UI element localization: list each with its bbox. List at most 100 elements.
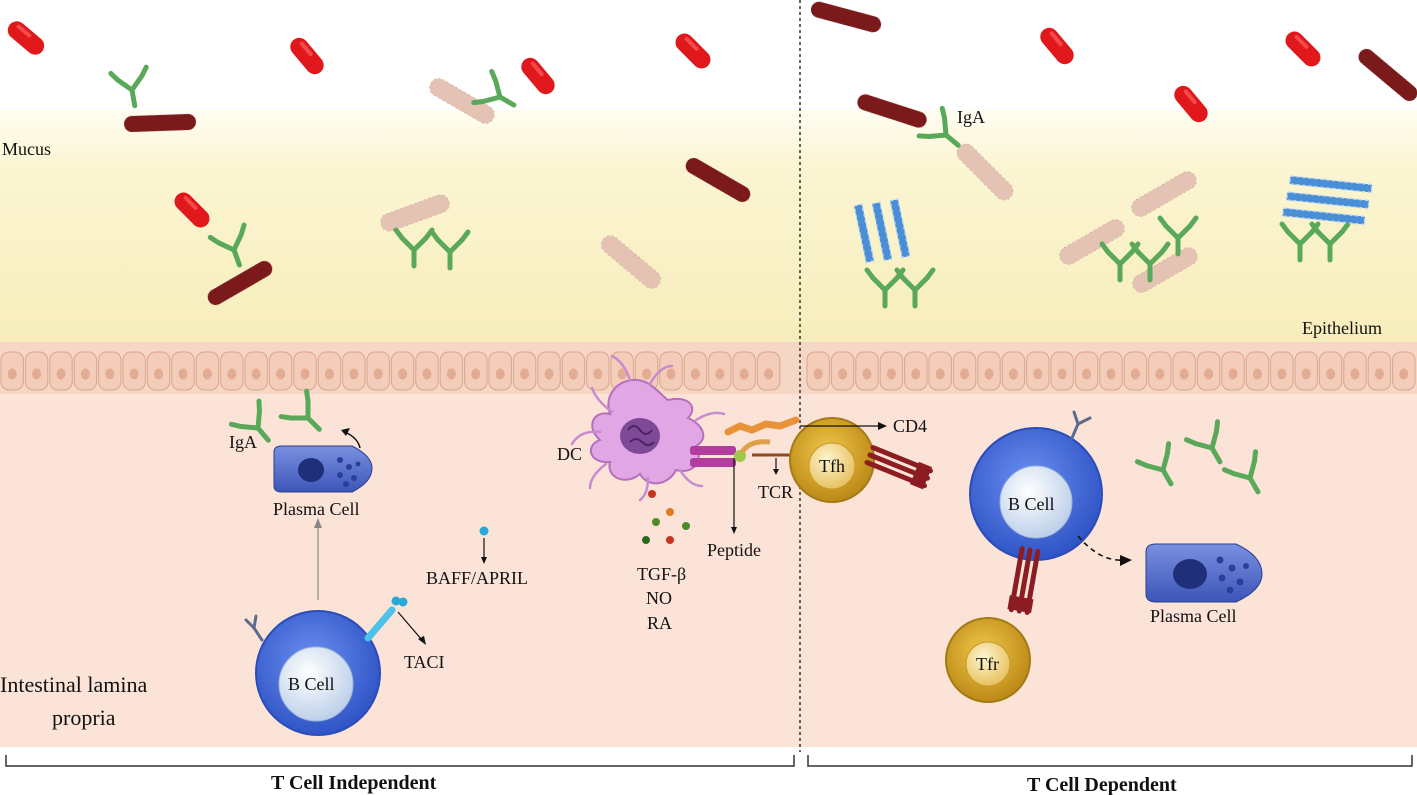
- epithelial-nucleus: [960, 368, 970, 380]
- epithelial-nucleus: [617, 368, 627, 380]
- epithelial-nucleus: [1082, 368, 1092, 380]
- epithelial-nucleus: [471, 368, 481, 380]
- label-ra: RA: [647, 613, 672, 633]
- epithelial-nucleus: [349, 368, 359, 380]
- cd4-pointer-head: [878, 422, 887, 430]
- epithelial-nucleus: [1106, 368, 1116, 380]
- bcell-to-plasma-arrowhead: [314, 518, 322, 528]
- epithelial-nucleus: [1252, 368, 1262, 380]
- dendritic-cell: [570, 354, 746, 502]
- epithelial-nucleus: [1155, 368, 1165, 380]
- epithelial-nucleus: [1033, 368, 1043, 380]
- label-tcr: TCR: [758, 482, 793, 502]
- label-no: NO: [646, 588, 672, 608]
- label-tfh: Tfh: [819, 456, 845, 476]
- epithelial-nucleus: [202, 368, 212, 380]
- epithelial-nucleus: [1399, 368, 1409, 380]
- epithelial-nucleus: [1374, 368, 1384, 380]
- bracket-dependent: [807, 755, 1413, 767]
- label-iga-left: IgA: [229, 432, 257, 452]
- label-tgf-beta: TGF-β: [637, 564, 686, 584]
- tfh-cell: [789, 417, 875, 503]
- epithelial-nucleus: [154, 368, 164, 380]
- epithelial-nucleus: [80, 368, 90, 380]
- baff-arrowhead: [481, 557, 487, 564]
- epithelial-nucleus: [1277, 368, 1287, 380]
- epithelial-nucleus: [7, 368, 17, 380]
- epithelial-nucleus: [178, 368, 188, 380]
- label-dc: DC: [557, 444, 582, 464]
- label-lamina-line1: Intestinal lamina: [0, 672, 147, 697]
- b-cell-left: [244, 596, 408, 736]
- epithelial-nucleus: [446, 368, 456, 380]
- label-taci: TACI: [404, 652, 445, 672]
- epithelial-cells: [0, 351, 1416, 391]
- epithelial-nucleus: [1179, 368, 1189, 380]
- epithelial-nucleus: [32, 368, 42, 380]
- epithelial-nucleus: [373, 368, 383, 380]
- label-b-cell-right: B Cell: [1008, 494, 1055, 514]
- epithelial-nucleus: [911, 368, 921, 380]
- epithelial-nucleus: [1228, 368, 1238, 380]
- bracket-independent: [5, 755, 795, 767]
- epithelial-nucleus: [666, 368, 676, 380]
- epithelial-nucleus: [520, 368, 530, 380]
- mucus-layer: [0, 110, 1417, 342]
- b-cell-right: [969, 410, 1103, 561]
- epithelial-nucleus: [1057, 368, 1067, 380]
- epithelial-nucleus: [1350, 368, 1360, 380]
- secretion-arrowhead-left: [341, 428, 350, 436]
- tfr-cell: [945, 617, 1031, 703]
- label-lamina-line2: propria: [52, 705, 116, 730]
- peptide-pointer-head: [731, 527, 737, 534]
- plasma-cell-left: [273, 445, 373, 493]
- label-iga-right: IgA: [957, 107, 985, 127]
- label-baff-april: BAFF/APRIL: [426, 568, 528, 588]
- epithelial-nucleus: [398, 368, 408, 380]
- epithelial-nucleus: [568, 368, 578, 380]
- label-plasma-cell-left: Plasma Cell: [273, 499, 360, 519]
- label-t-cell-dependent: T Cell Dependent: [1027, 774, 1177, 795]
- epithelial-nucleus: [838, 368, 848, 380]
- epithelial-nucleus: [813, 368, 823, 380]
- label-b-cell-left: B Cell: [288, 674, 335, 694]
- epithelial-nucleus: [495, 368, 505, 380]
- epithelial-nucleus: [739, 368, 749, 380]
- epithelial-nucleus: [544, 368, 554, 380]
- epithelial-nucleus: [593, 368, 603, 380]
- epithelial-nucleus: [422, 368, 432, 380]
- epithelial-nucleus: [1008, 368, 1018, 380]
- epithelial-nucleus: [1301, 368, 1311, 380]
- epithelial-nucleus: [129, 368, 139, 380]
- epithelial-nucleus: [715, 368, 725, 380]
- epithelial-nucleus: [984, 368, 994, 380]
- label-epithelium: Epithelium: [1302, 318, 1382, 338]
- epithelial-nucleus: [105, 368, 115, 380]
- epithelial-nucleus: [642, 368, 652, 380]
- epithelial-nucleus: [886, 368, 896, 380]
- label-t-cell-independent: T Cell Independent: [271, 772, 437, 794]
- label-peptide: Peptide: [707, 540, 761, 560]
- epithelial-nucleus: [690, 368, 700, 380]
- epithelial-nucleus: [56, 368, 66, 380]
- epithelial-nucleus: [1326, 368, 1336, 380]
- differentiation-arrowhead: [1120, 555, 1132, 566]
- tcr-pointer-head: [773, 469, 779, 475]
- epithelial-nucleus: [862, 368, 872, 380]
- epithelial-nucleus: [1204, 368, 1214, 380]
- epithelial-nucleus: [324, 368, 334, 380]
- epithelial-nucleus: [227, 368, 237, 380]
- label-tfr: Tfr: [976, 654, 999, 674]
- taci-pointer-head: [418, 636, 426, 645]
- epithelial-nucleus: [764, 368, 774, 380]
- label-mucus: Mucus: [2, 139, 51, 159]
- baff-april-ligand: [479, 526, 489, 536]
- epithelial-nucleus: [251, 368, 261, 380]
- cytokines: [642, 490, 690, 544]
- label-cd4: CD4: [893, 416, 927, 436]
- epithelial-nucleus: [276, 368, 286, 380]
- plasma-cell-right: [1145, 543, 1263, 603]
- epithelial-nucleus: [300, 368, 310, 380]
- epithelial-nucleus: [935, 368, 945, 380]
